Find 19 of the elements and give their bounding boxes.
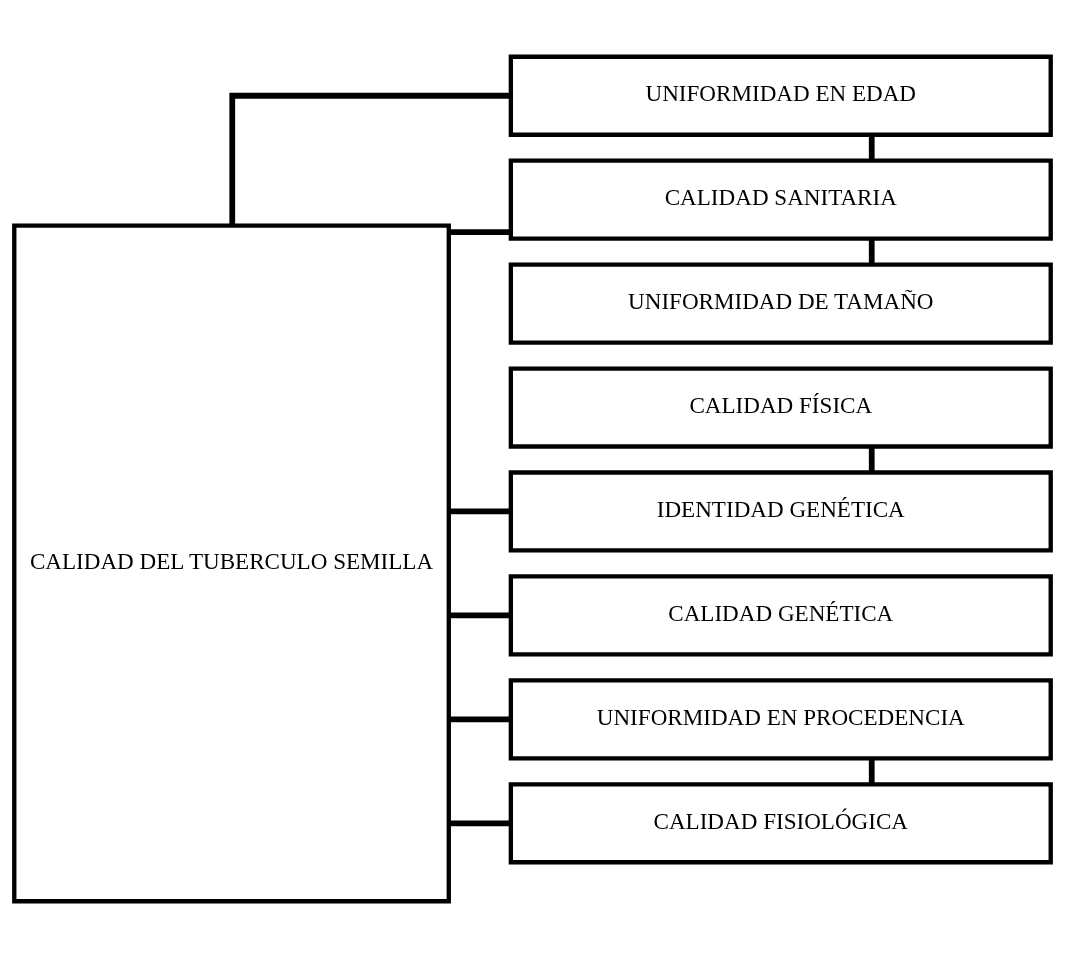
node-box: CALIDAD FISIOLÓGICA xyxy=(508,781,1053,864)
node-box: UNIFORMIDAD EN EDAD xyxy=(508,54,1053,137)
connector xyxy=(868,238,875,264)
connector xyxy=(868,446,875,472)
node-box: CALIDAD GENÉTICA xyxy=(508,573,1053,657)
connector xyxy=(449,715,511,722)
node-box: CALIDAD FÍSICA xyxy=(508,365,1053,449)
node-box: IDENTIDAD GENÉTICA xyxy=(508,469,1053,553)
connector xyxy=(449,612,511,618)
connector xyxy=(868,134,875,160)
node-box: CALIDAD SANITARIA xyxy=(508,158,1053,241)
connector xyxy=(449,508,511,514)
node-box: UNIFORMIDAD EN PROCEDENCIA xyxy=(508,677,1053,760)
node-box: UNIFORMIDAD DE TAMAÑO xyxy=(508,261,1053,345)
connector xyxy=(449,228,511,235)
node-box: CALIDAD DEL TUBERCULO SEMILLA xyxy=(12,223,451,903)
connector xyxy=(229,92,511,225)
connector xyxy=(449,819,511,826)
connector xyxy=(868,758,875,784)
